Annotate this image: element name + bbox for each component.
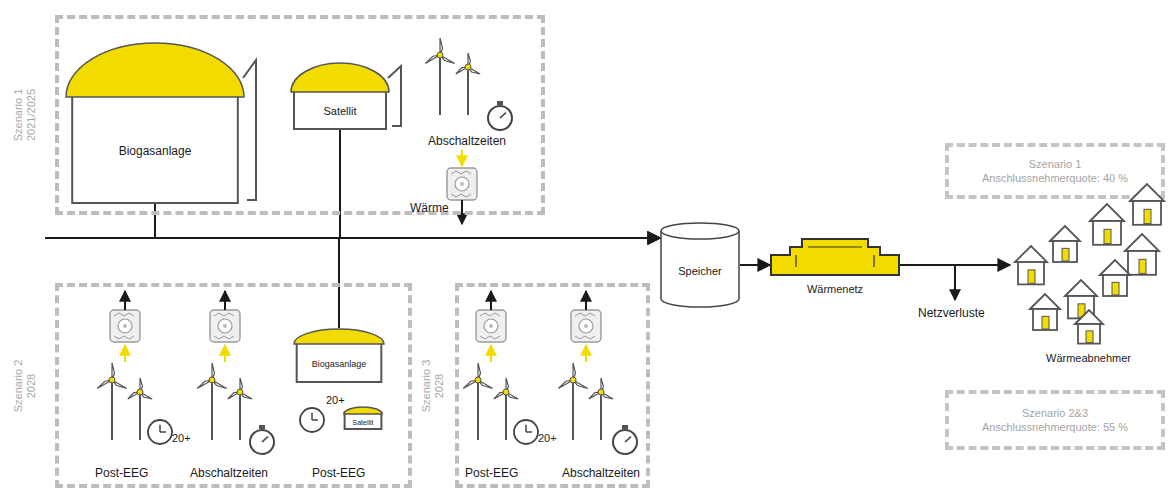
- clock-icon: [148, 420, 172, 444]
- stopwatch-icon: [488, 101, 512, 130]
- quota-text: Anschlussnehmerquote: 55 %: [982, 420, 1128, 434]
- consumer-label: Wärmeabnehmer: [1010, 352, 1167, 364]
- flow-arrow: [124, 291, 126, 310]
- flow-connector: [155, 204, 660, 238]
- icon-label: 20+: [172, 432, 191, 444]
- scenario-group: Szenario 2 2028BiogasanlageSatellit: [55, 283, 412, 488]
- heat-consumers: Wärmeabnehmer: [1010, 176, 1167, 372]
- quota-text: Anschlussnehmerquote: 40 %: [982, 171, 1128, 185]
- icon-label: 20+: [326, 394, 345, 406]
- stopwatch-icon: [250, 425, 274, 454]
- plant-shape: [293, 328, 385, 383]
- flow-arrow: [490, 345, 492, 362]
- biogas-plant: Biogasanlage: [293, 328, 385, 383]
- flow-arrow: [954, 265, 956, 300]
- icon-label: Wärme: [410, 201, 449, 215]
- plant-shape: [343, 406, 383, 430]
- scenario-label: Szenario 1 2021/2025: [12, 80, 38, 150]
- scenario-group: Szenario 3 2028: [455, 283, 650, 488]
- house-icon: [1015, 246, 1047, 284]
- scenario-label: Szenario 2 2028: [12, 351, 38, 421]
- flow-arrow: [490, 291, 492, 310]
- quota-box: Szenario 1Anschlussnehmerquote: 40 %: [945, 143, 1165, 199]
- flow-connector: [740, 264, 770, 266]
- plant-text-area: Biogasanlage: [293, 344, 385, 383]
- storage-tank: Speicher: [660, 222, 740, 308]
- flow-arrow: [124, 345, 126, 362]
- plant-shape: [290, 62, 390, 130]
- heat-pump-icon: [447, 168, 477, 200]
- flow-arrow: [224, 291, 226, 310]
- biogas-plant: Biogasanlage: [65, 42, 245, 204]
- heat-pump-icon: [110, 310, 140, 342]
- house-icon: [1075, 310, 1103, 344]
- house-icon: [1100, 260, 1130, 296]
- satellite-plant: Satellit: [343, 406, 383, 430]
- network-label: Wärmenetz: [770, 283, 900, 295]
- icon-label: Abschaltzeiten: [562, 466, 640, 480]
- house-icon: [1030, 294, 1060, 330]
- icon-label: Abschaltzeiten: [190, 466, 268, 480]
- plant-label: Satellit: [323, 105, 356, 117]
- wind-turbines: [425, 38, 480, 115]
- heat-network: Wärmenetz: [770, 237, 900, 303]
- flow-arrow: [224, 345, 226, 362]
- scenario-group: Szenario 1 2021/2025BiogasanlageSatellit: [55, 15, 545, 215]
- clock-icon: [300, 408, 324, 432]
- icon-label: Post-EEG: [312, 466, 365, 480]
- house-icon: [1125, 234, 1159, 275]
- flow-connector: [900, 264, 1010, 266]
- stopwatch-icon: [613, 425, 637, 454]
- house-icon: [1090, 204, 1124, 245]
- scenario-label: Szenario 3 2028: [420, 351, 446, 421]
- quota-heading: Szenario 2&3: [1022, 406, 1088, 420]
- icon-label: Post-EEG: [95, 466, 148, 480]
- flow-arrow: [585, 345, 587, 362]
- plant-label: Satellit: [352, 419, 373, 426]
- icon-label: Netzverluste: [918, 306, 985, 320]
- plant-label: Biogasanlage: [119, 144, 192, 158]
- quota-box: Szenario 2&3Anschlussnehmerquote: 55 %: [945, 390, 1165, 450]
- tank-label: Speicher: [678, 265, 721, 277]
- wind-turbines: [558, 363, 613, 440]
- plant-text-area: Biogasanlage: [65, 97, 245, 204]
- houses-illustration: [1010, 176, 1167, 372]
- chimney: [388, 66, 401, 126]
- flow-arrow: [461, 150, 463, 166]
- icon-label: 20+: [538, 432, 557, 444]
- satellite-plant: Satellit: [290, 62, 390, 130]
- plant-label: Biogasanlage: [312, 359, 367, 369]
- wind-turbines: [463, 363, 518, 440]
- chimney: [243, 60, 256, 200]
- clock-icon: [514, 420, 538, 444]
- wind-turbines: [197, 363, 252, 440]
- house-icon: [1050, 226, 1080, 262]
- heat-pump-icon: [476, 310, 506, 342]
- plant-shape: [65, 42, 245, 204]
- quota-heading: Szenario 1: [1029, 157, 1082, 171]
- icon-label: Abschaltzeiten: [428, 134, 506, 148]
- heat-pump-icon: [571, 310, 601, 342]
- heat-pump-icon: [210, 310, 240, 342]
- plant-text-area: Satellit: [290, 92, 390, 130]
- flow-arrow: [585, 291, 587, 310]
- house-icon: [1130, 184, 1164, 225]
- icon-label: Post-EEG: [465, 466, 518, 480]
- flow-connector: [340, 130, 660, 238]
- plant-text-area: Satellit: [343, 414, 383, 430]
- wind-turbines: [97, 363, 152, 440]
